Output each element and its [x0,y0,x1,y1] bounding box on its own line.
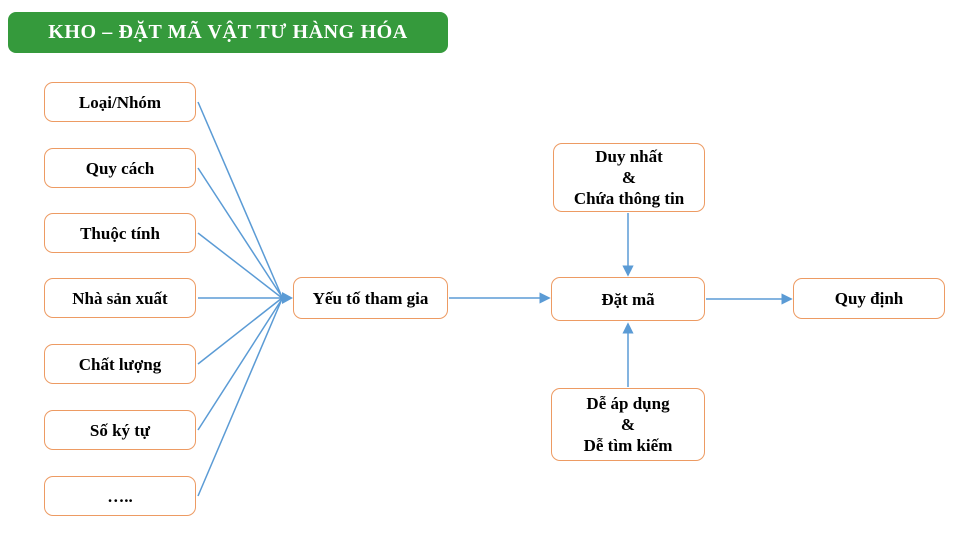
condition-line: Dễ áp dụng [586,394,670,413]
connector-line [197,101,283,298]
connector-line [197,167,283,298]
factor-box: Số ký tự [44,410,196,450]
factor-label: Chất lượng [78,354,162,374]
factor-box: ….. [44,476,196,516]
coding-label: Đặt mã [601,289,655,309]
connector-line [197,298,283,497]
coding-box: Đặt mã [551,277,705,321]
factor-label: Thuộc tính [80,223,160,243]
condition-line: & [621,168,637,187]
factor-label: Nhà sản xuất [72,288,168,308]
connector-line [197,232,283,299]
participant-label: Yếu tố tham gia [312,288,429,308]
fan-arrowhead [282,292,293,304]
condition-line: Duy nhất [595,147,663,166]
condition-line: & [620,415,636,434]
connector-line [197,297,283,365]
regulation-label: Quy định [834,289,904,308]
usability-condition-box: Dễ áp dụng & Dễ tìm kiếm [551,388,705,461]
condition-line: Dễ tìm kiếm [583,436,673,455]
factor-box: Quy cách [44,148,196,188]
title-banner: KHO – ĐẶT MÃ VẬT TƯ HÀNG HÓA [8,12,448,53]
factor-label: ….. [107,486,133,506]
uniqueness-condition-box: Duy nhất & Chứa thông tin [553,143,705,212]
factor-box: Thuộc tính [44,213,196,253]
condition-line: Chứa thông tin [573,189,685,208]
factor-label: Loại/Nhóm [78,92,162,112]
regulation-box: Quy định [793,278,945,319]
factor-label: Quy cách [85,158,155,178]
factor-label: Số ký tự [89,420,151,440]
title-text: KHO – ĐẶT MÃ VẬT TƯ HÀNG HÓA [48,21,408,43]
factor-box: Loại/Nhóm [44,82,196,122]
participant-box: Yếu tố tham gia [293,277,448,319]
factor-box: Nhà sản xuất [44,278,196,318]
connector-line [197,298,283,431]
factor-box: Chất lượng [44,344,196,384]
